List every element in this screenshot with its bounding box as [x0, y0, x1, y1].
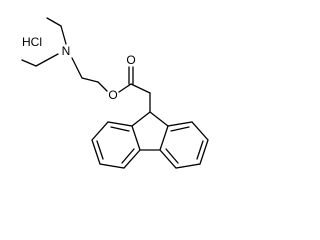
salt-label: HCl [22, 35, 42, 49]
bond-n-ch2 [71, 57, 83, 79]
right-ring-double-1 [170, 126, 190, 132]
left-ring-double-1 [110, 126, 130, 132]
chemical-structure: HCl N O O [21, 17, 209, 169]
carbonyl-oxygen-label: O [126, 53, 135, 67]
ester-oxygen-label: O [108, 88, 117, 102]
right-ring-double-3 [165, 148, 179, 164]
bond-ch2-ester-o [97, 81, 108, 92]
bond-c9-left [131, 111, 151, 127]
bond-carbonyl-ch2 [130, 83, 151, 94]
bond-ethyl1-ch2-n [60, 25, 67, 45]
fluorene-ring-system [91, 111, 209, 169]
bond-ethyl2-ch2-n [35, 53, 59, 67]
bond-c9-right [149, 111, 169, 127]
bond-ester-o-carbonyl [118, 83, 132, 93]
right-benzene-ring [159, 121, 209, 169]
ester-linker [81, 66, 151, 113]
right-ring-double-2 [196, 140, 204, 160]
bond-ethyl2-ch3-ch2 [21, 59, 37, 67]
bond-ch2-ch2 [81, 77, 99, 83]
nitrogen-atom-label: N [62, 44, 71, 58]
bond-ethyl1-ch3-ch2 [46, 17, 62, 27]
left-ring-double-3 [121, 148, 135, 164]
diethylamino-group [21, 17, 83, 79]
left-ring-double-2 [96, 140, 104, 160]
left-benzene-ring [91, 121, 141, 169]
